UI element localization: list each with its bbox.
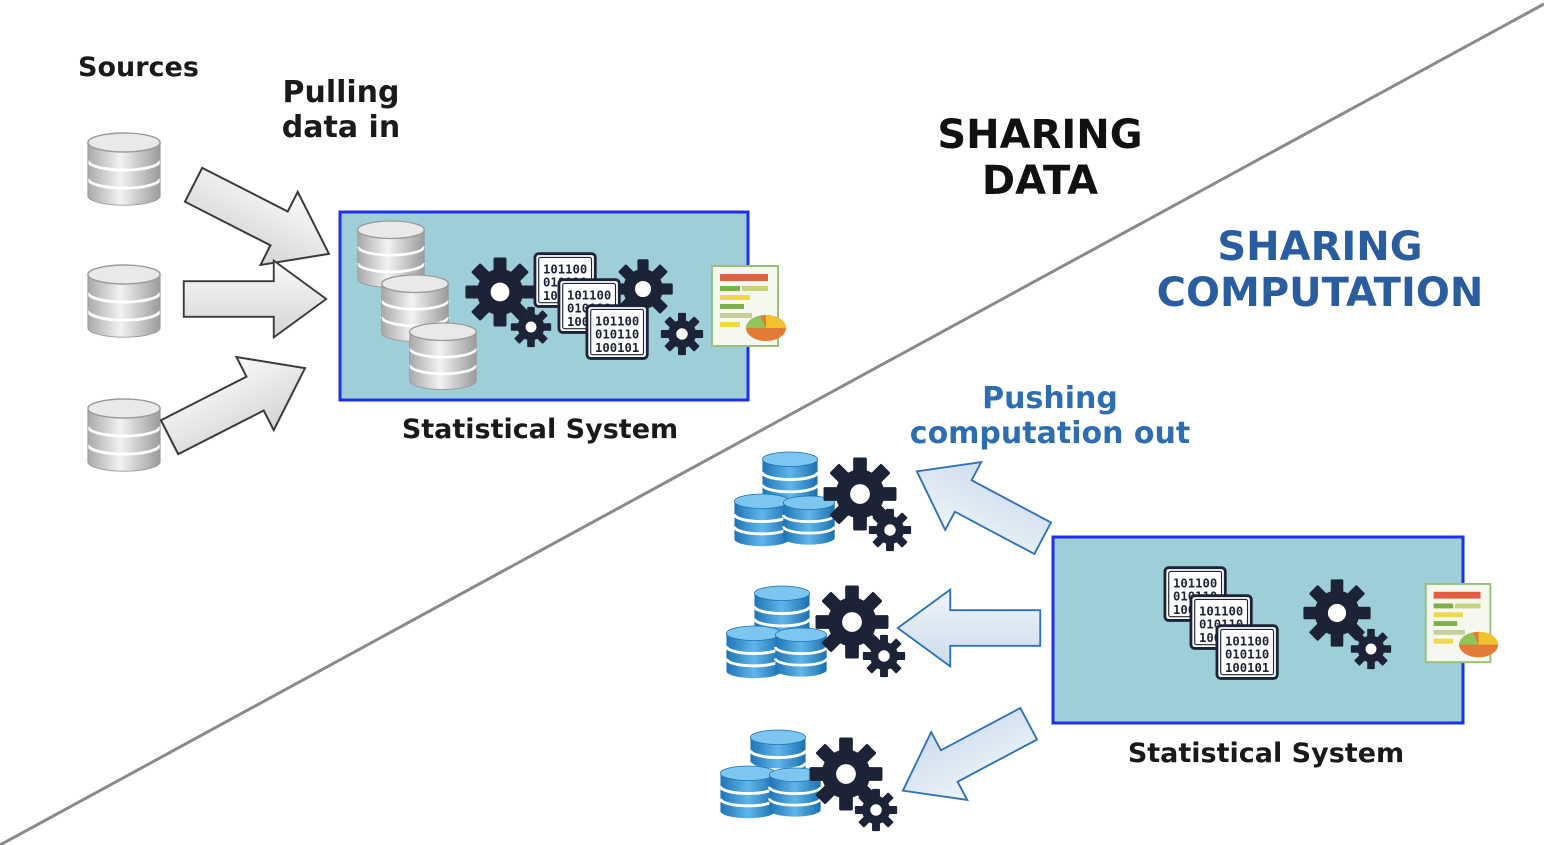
pull-data-label-line2: data in — [281, 109, 401, 145]
pull-arrow-icon-1 — [173, 147, 349, 292]
push-computation-label-line1: Pushing — [982, 381, 1118, 416]
source-database-icon-2 — [86, 263, 162, 339]
remote-database-icon-1c — [781, 494, 837, 547]
remote-node-1 — [732, 450, 912, 552]
remote-database-icon-2c — [773, 626, 829, 679]
remote-database-icon-1b — [732, 492, 792, 549]
pull-arrow-icon-3 — [149, 330, 325, 475]
push-computation-label-line2: computation out — [909, 415, 1191, 451]
pull-data-label: Pulling data in — [276, 75, 406, 145]
source-database-icon-1 — [86, 131, 162, 207]
gear-icon-remote-2-small — [862, 634, 906, 678]
pull-data-label-line1: Pulling — [282, 75, 400, 110]
sharing-computation-heading-line2: COMPUTATION — [1156, 270, 1484, 316]
gear-icon-remote-3-small — [854, 788, 898, 832]
gear-icon-remote-1-small — [868, 508, 912, 552]
sharing-data-heading-line2: DATA — [981, 158, 1099, 204]
remote-node-2 — [724, 584, 906, 681]
sharing-computation-heading-line1: SHARING — [1217, 224, 1423, 270]
system-database-icon-3 — [408, 321, 478, 391]
sharing-data-heading-line1: SHARING — [937, 112, 1143, 158]
sharing-computation-heading: SHARING COMPUTATION — [1130, 224, 1510, 316]
system-label-bottom: Statistical System — [1127, 738, 1405, 769]
remote-database-icon-2b — [724, 624, 784, 681]
binary-data-icon-3 — [585, 304, 649, 360]
report-chart-icon-top — [710, 264, 788, 348]
gear-icon-small-bottom — [1350, 628, 1392, 670]
push-arrow-icon-3 — [883, 688, 1048, 826]
push-arrow-icon-2 — [896, 588, 1042, 668]
gear-icon-small-top — [510, 306, 552, 348]
system-label-top: Statistical System — [401, 414, 679, 445]
remote-node-3 — [718, 728, 898, 832]
sources-label: Sources — [78, 52, 199, 83]
push-arrow-icon-1 — [897, 436, 1062, 574]
push-computation-label: Pushing computation out — [900, 381, 1200, 451]
source-database-icon-3 — [86, 397, 162, 473]
remote-database-icon-3b — [718, 764, 778, 821]
pull-arrow-icon-2 — [182, 259, 328, 339]
report-chart-icon-bottom — [1424, 582, 1500, 664]
gear-icon-right-top — [660, 312, 704, 356]
sharing-data-heading: SHARING DATA — [920, 112, 1160, 204]
binary-data-icon-6 — [1215, 624, 1279, 680]
